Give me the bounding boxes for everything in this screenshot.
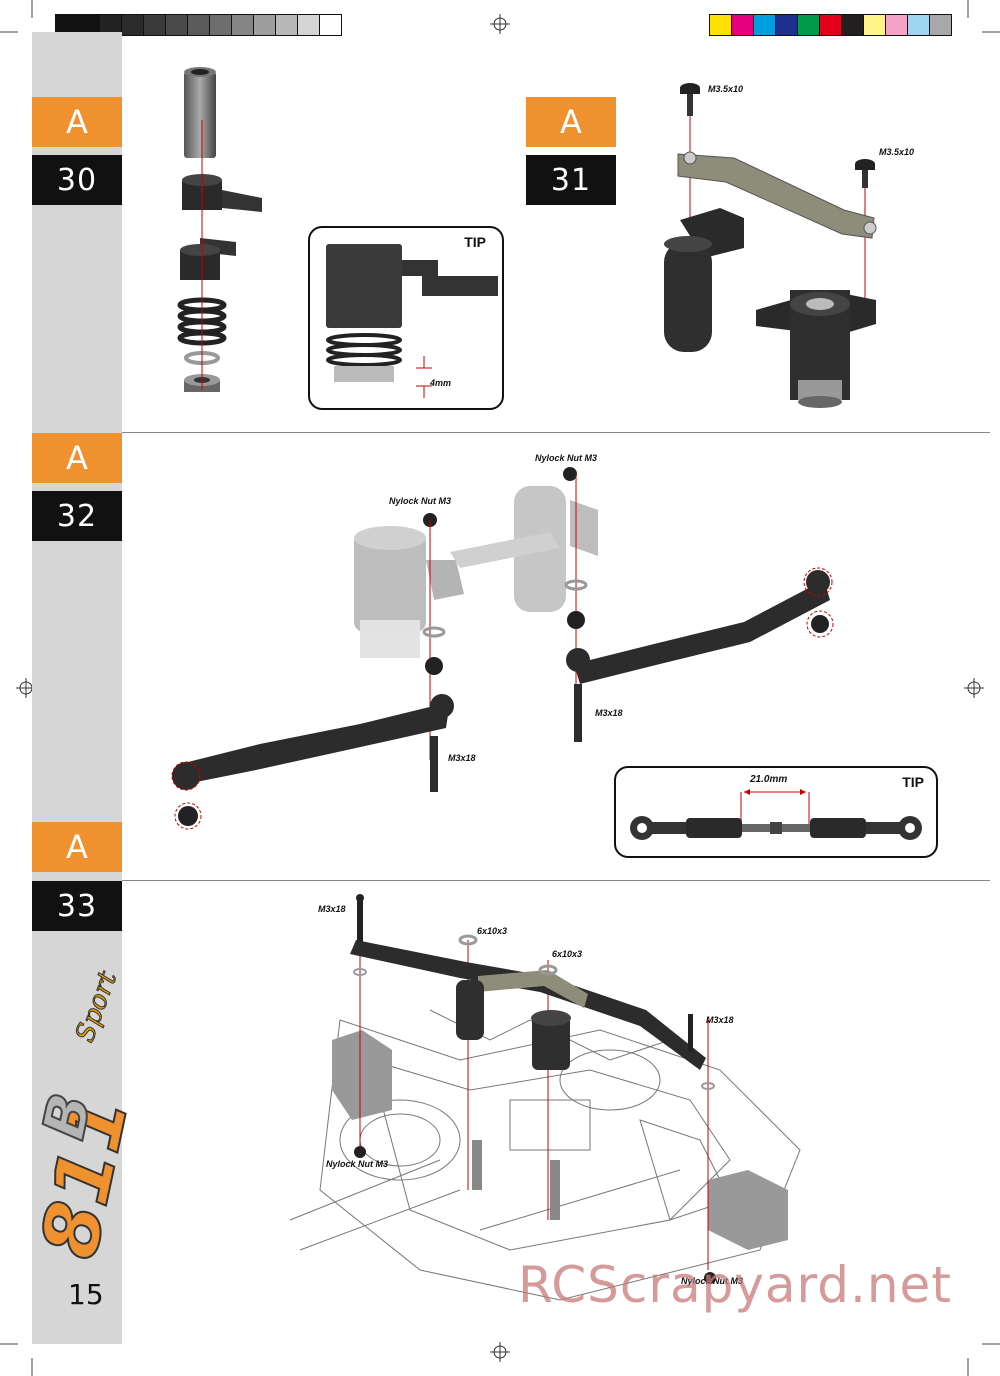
step-33-illustration	[289, 894, 801, 1301]
step-31-letter: A	[526, 97, 616, 147]
grayscale-swatch	[209, 15, 231, 35]
color-swatch	[929, 15, 951, 35]
color-bar	[709, 14, 952, 36]
color-swatch	[841, 15, 863, 35]
color-swatch	[907, 15, 929, 35]
grayscale-swatch	[187, 15, 209, 35]
step-33-screw-right-label: M3x18	[706, 1015, 734, 1025]
step-32-tip-illustration	[630, 789, 922, 840]
step-31-illustration	[664, 83, 877, 408]
step-33-letter: A	[32, 822, 122, 872]
step-32-tip-measure: 21.0mm	[750, 774, 788, 785]
color-swatch	[710, 15, 731, 35]
step-31-screw-right-label: M3.5x10	[879, 147, 915, 157]
step-31-screw-left-label: M3.5x10	[708, 84, 744, 94]
color-swatch	[775, 15, 797, 35]
grayscale-swatch	[121, 15, 143, 35]
watermark-text: RCScrapyard.net	[518, 1256, 952, 1314]
step-32-screw-right-label: M3x18	[595, 708, 623, 718]
registration-mark-bottom	[490, 1342, 510, 1362]
grayscale-swatch	[231, 15, 253, 35]
step-32-screw-left-label: M3x18	[448, 753, 476, 763]
step-32-nut-left-label: Nylock Nut M3	[389, 496, 452, 506]
step-33-nut-left-label: Nylock Nut M3	[326, 1159, 389, 1169]
step-30-tip-box: TIP 4mm	[308, 226, 504, 410]
grayscale-swatch	[275, 15, 297, 35]
step-32-tip-box: TIP 21.0mm	[614, 766, 938, 858]
step-30-exploded-illustration	[177, 67, 262, 392]
step-31-number: 31	[526, 155, 616, 205]
color-swatch	[863, 15, 885, 35]
divider-2	[122, 880, 990, 881]
registration-mark-top	[490, 14, 510, 34]
step-33-nut-bottom-right-label: Nylock Nut M3	[681, 1276, 744, 1286]
grayscale-bar	[55, 14, 342, 36]
divider-1	[122, 432, 990, 433]
step-33-screw-top-left-label: M3x18	[318, 904, 346, 914]
step-33-number: 33	[32, 881, 122, 931]
grayscale-swatch	[99, 15, 121, 35]
step-32-illustration	[171, 467, 834, 830]
page-number: 15	[68, 1278, 104, 1311]
color-swatch	[819, 15, 841, 35]
grayscale-swatch	[56, 15, 77, 35]
registration-mark-right	[964, 678, 984, 698]
step-30-tip-title: TIP	[464, 234, 486, 250]
step-32-tip-title: TIP	[902, 774, 924, 790]
grayscale-swatch	[77, 15, 99, 35]
color-swatch	[731, 15, 753, 35]
step-33-washer-left-label: 6x10x3	[477, 926, 508, 936]
step-33-washer-right-label: 6x10x3	[552, 949, 583, 959]
step-30-tip-measure: 4mm	[430, 378, 452, 388]
grayscale-swatch	[297, 15, 319, 35]
step-32-nut-right-label: Nylock Nut M3	[535, 453, 598, 463]
step-30-tip-illustration	[326, 244, 498, 398]
color-swatch	[753, 15, 775, 35]
step-30-letter: A	[32, 97, 122, 147]
step-30-number: 30	[32, 155, 122, 205]
step-32-letter: A	[32, 433, 122, 483]
step-32-number: 32	[32, 491, 122, 541]
sidebar	[32, 32, 122, 1344]
color-swatch	[885, 15, 907, 35]
grayscale-swatch	[165, 15, 187, 35]
color-swatch	[797, 15, 819, 35]
grayscale-swatch	[253, 15, 275, 35]
grayscale-swatch	[143, 15, 165, 35]
grayscale-swatch	[319, 15, 341, 35]
